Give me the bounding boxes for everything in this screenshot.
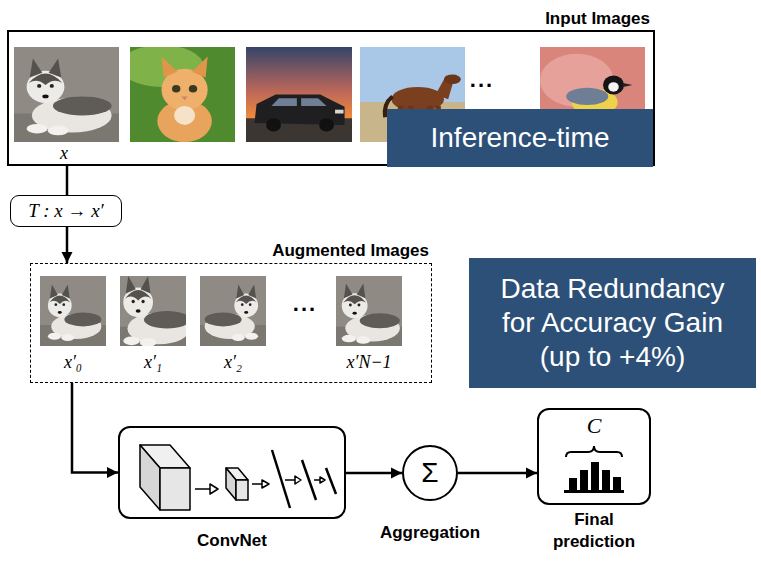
banner-text: Inference-time: [431, 121, 610, 155]
prediction-icon: [566, 446, 622, 457]
augmented-variable: x′₀: [64, 352, 82, 372]
input-photos: [14, 47, 119, 142]
flow-arrow: [66, 227, 69, 263]
convnet-icon: [314, 479, 320, 481]
ellipsis: ...: [470, 68, 494, 92]
ellipsis: ...: [293, 292, 317, 316]
image-panel: Input ImagesInference-time: [7, 30, 655, 166]
input-variable: x: [60, 143, 68, 163]
input-photos: [14, 47, 119, 142]
sum-symbol: Σ: [421, 458, 438, 488]
augmented-variable: x′₂: [224, 352, 242, 372]
convnet-icon: [195, 488, 210, 490]
convnet-icon: [320, 477, 325, 483]
convnet-icon: [302, 460, 316, 500]
prediction-icon: [591, 462, 599, 490]
box-caption: Final prediction: [544, 509, 644, 553]
augmented-variable: x′₁: [144, 352, 162, 372]
transform-formula: T : x → x′: [28, 200, 104, 222]
class-count: C: [539, 414, 649, 438]
claim-banner: Data Redundancy for Accuracy Gain (up to…: [469, 258, 756, 388]
panel-heading: Augmented Images: [272, 241, 429, 261]
prediction-icon: [564, 490, 624, 493]
flow-arrow: [66, 166, 69, 195]
input-photos: [246, 47, 352, 142]
augmented-photos: [40, 266, 405, 354]
augmented-photos: [333, 275, 405, 349]
augmented-photos: [200, 276, 266, 346]
input-photos: [246, 47, 352, 142]
convnet-icon: [160, 468, 190, 510]
prediction-box: CFinal prediction: [537, 408, 651, 505]
flow-arrow: [458, 472, 537, 475]
prediction-icon: [569, 478, 577, 490]
augmented-photos: [113, 266, 195, 354]
convnet-icon: [295, 476, 301, 484]
prediction-icon: [564, 446, 624, 492]
box-caption: Aggregation: [380, 523, 480, 543]
convnet-icon: [285, 479, 295, 481]
prediction-icon: [602, 470, 610, 490]
augmented-photos: [200, 276, 266, 346]
convnet-icon: [140, 445, 336, 510]
stage-banner: Inference-time: [387, 109, 653, 167]
transform-box: T : x → x′: [10, 195, 122, 227]
convnet-icon: [236, 480, 248, 500]
input-photos: [120, 45, 236, 142]
convnet-icon: [272, 450, 290, 508]
flow-arrow: [346, 472, 402, 475]
augmented-photos: [333, 275, 405, 349]
convnet-icon: [140, 445, 160, 510]
convnet-icon: [210, 484, 218, 494]
input-photos: [120, 45, 236, 142]
augmented-photos: [200, 276, 266, 346]
convnet-icon: [326, 468, 336, 494]
prediction-icon: [580, 470, 588, 490]
panel-heading: Input Images: [545, 9, 650, 29]
augmented-variable: x′N−1: [346, 352, 391, 372]
convnet-icon: [226, 468, 236, 500]
convnet-box: ConvNet: [118, 426, 346, 519]
convnet-icon: [262, 480, 269, 488]
augmented-photos: [113, 266, 195, 354]
augmented-photos: [40, 276, 106, 346]
augmented-photos: [40, 276, 106, 346]
banner-text: Data Redundancy for Accuracy Gain (up to…: [487, 272, 738, 374]
flow-arrow: [72, 383, 118, 473]
box-caption: ConvNet: [197, 531, 267, 551]
prediction-icon: [613, 477, 621, 490]
convnet-icon: [252, 483, 262, 485]
sum-circle: ΣAggregation: [402, 445, 458, 501]
